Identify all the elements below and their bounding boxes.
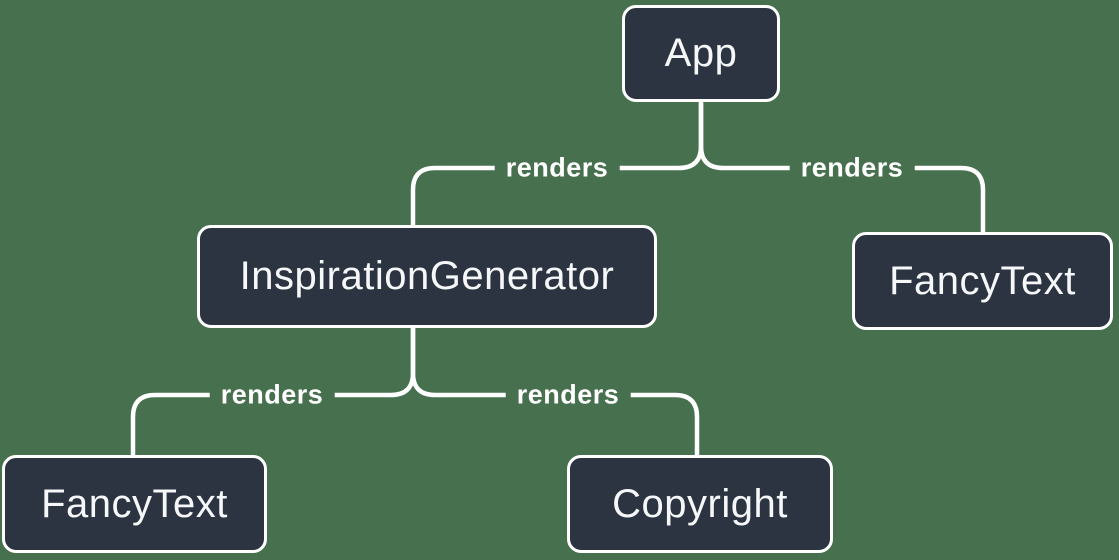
node-fancy-text-right: FancyText <box>852 232 1113 330</box>
node-copyright: Copyright <box>567 455 833 553</box>
edge-label-inspiration-generator-fancy-text: renders <box>209 378 335 412</box>
node-inspiration-generator: InspirationGenerator <box>197 225 657 328</box>
edge-label-app-fancy-text: renders <box>789 151 915 185</box>
edge-label-inspiration-generator-copyright: renders <box>505 378 631 412</box>
node-fancy-text-bottom-left: FancyText <box>2 455 267 553</box>
edge-label-app-inspiration-generator: renders <box>494 151 620 185</box>
node-app: App <box>622 5 780 102</box>
